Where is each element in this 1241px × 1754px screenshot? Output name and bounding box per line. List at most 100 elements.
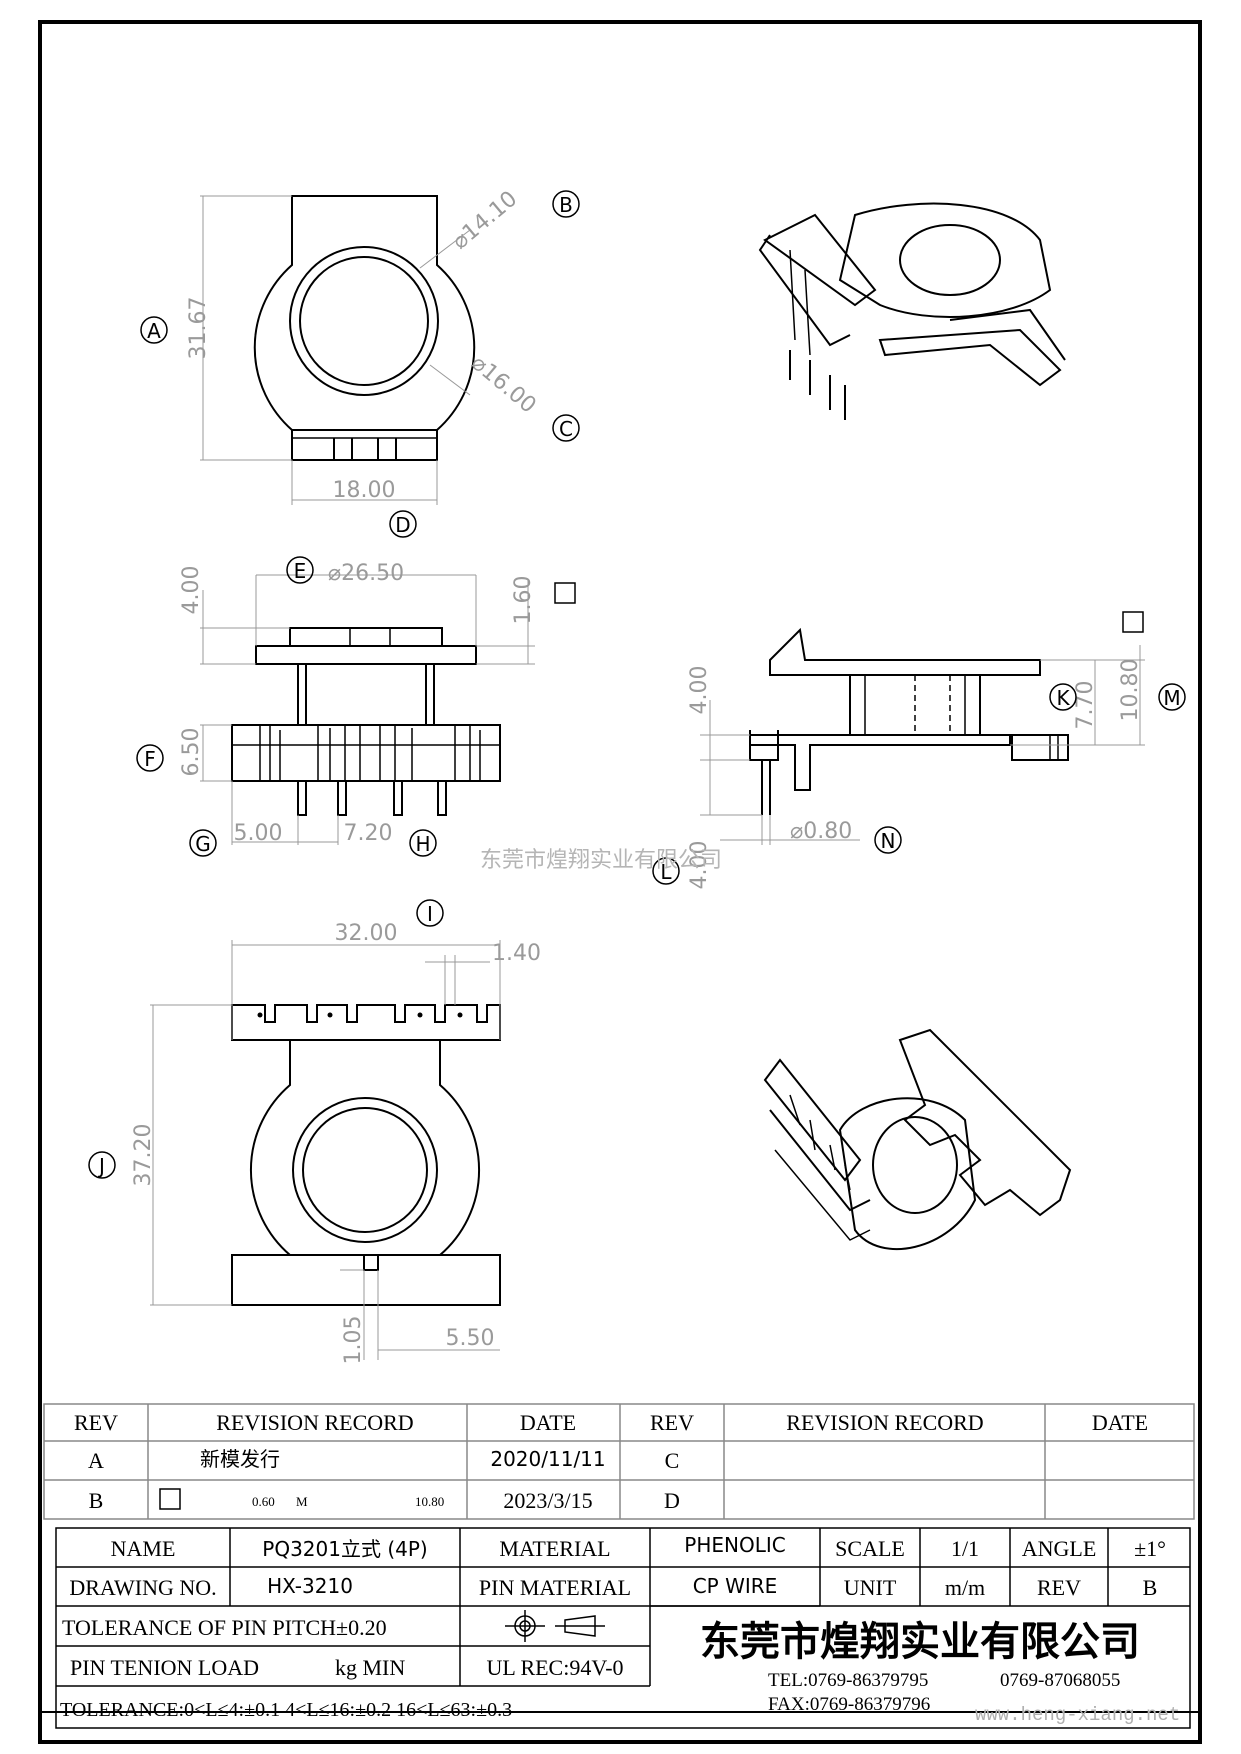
dim-side-flange-thk: 1.60 <box>511 576 536 625</box>
rev-row-b-square <box>159 1488 181 1510</box>
marker-D: D <box>389 510 417 538</box>
material-label: MATERIAL <box>499 1536 610 1561</box>
right-side-view: 4.00 7.70 10.80 ⌀0.80 4.00 <box>687 627 1145 890</box>
side-view: ⌀26.50 4.00 1.60 6.50 5.00 7.20 <box>179 561 536 846</box>
rev-header-3: DATE <box>520 1410 576 1435</box>
rev-row-a-date: 2020/11/11 <box>490 1447 605 1471</box>
rev-row-b-date: 2023/3/15 <box>503 1488 592 1513</box>
dim-right-m: 10.80 <box>1118 659 1143 722</box>
svg-text:M: M <box>1163 686 1180 710</box>
rev-value: B <box>1143 1575 1158 1600</box>
iso-view-top <box>758 202 1066 420</box>
pin-material-value: CP WIRE <box>693 1574 778 1598</box>
rev-row-b-rev2: D <box>664 1488 680 1513</box>
rev-row-b-record-a: 0.60 <box>252 1494 275 1509</box>
svg-text:A: A <box>147 319 161 343</box>
svg-text:G: G <box>195 832 211 856</box>
dim-bottom-height: 37.20 <box>131 1124 156 1187</box>
dim-bottom-width: 32.00 <box>335 921 398 946</box>
dim-side-flange-dia: ⌀26.50 <box>328 561 404 586</box>
marker-K: K <box>1049 683 1077 711</box>
dim-side-top-height: 4.00 <box>179 566 204 615</box>
scale-value: 1/1 <box>951 1536 979 1561</box>
name-value: PQ3201立式 (4P) <box>262 1537 427 1561</box>
ul-rec: UL REC:94V-0 <box>486 1655 623 1680</box>
dim-bottom-slot: 1.40 <box>492 941 541 966</box>
pin-material-label: PIN MATERIAL <box>479 1575 631 1600</box>
unit-value: m/m <box>945 1575 985 1600</box>
rev-row-b-rev: B <box>89 1488 104 1513</box>
top-view: 31.67 ⌀14.10 ⌀16.00 18.00 <box>186 186 541 505</box>
dim-pin-pitch: 7.20 <box>344 821 393 846</box>
rev-header-4: REV <box>650 1410 694 1435</box>
check-square-right <box>1122 611 1144 633</box>
rev-header-5: REVISION RECORD <box>786 1410 983 1435</box>
material-value: PHENOLIC <box>684 1533 785 1557</box>
svg-text:L: L <box>660 860 672 884</box>
company-name: 东莞市煌翔实业有限公司 <box>700 1618 1140 1665</box>
dim-top-width: 18.00 <box>333 478 396 503</box>
svg-text:N: N <box>881 829 896 853</box>
tolerance-pin-pitch: TOLERANCE OF PIN PITCH±0.20 <box>62 1615 387 1640</box>
company-website: www.heng-xiang.net <box>975 1704 1180 1726</box>
dim-bottom-gap: 5.50 <box>446 1326 495 1351</box>
marker-B: B <box>552 190 580 218</box>
dim-bottom-foot: 1.05 <box>341 1316 366 1365</box>
name-label: NAME <box>111 1536 176 1561</box>
angle-label: ANGLE <box>1022 1536 1097 1561</box>
marker-F: F <box>136 744 164 772</box>
projection-symbol-icon <box>505 1610 605 1642</box>
dim-top-inner-dia: ⌀14.10 <box>448 186 522 254</box>
dim-right-l: 4.00 <box>687 841 712 890</box>
marker-I: I <box>416 899 444 927</box>
svg-text:E: E <box>294 559 307 583</box>
title-block: NAME PQ3201立式 (4P) MATERIAL PHENOLIC SCA… <box>55 1527 1191 1729</box>
marker-J: J <box>88 1151 116 1179</box>
rev-header-2: REVISION RECORD <box>216 1410 413 1435</box>
iso-view-bottom <box>763 1028 1072 1251</box>
svg-text:I: I <box>427 902 433 926</box>
svg-text:F: F <box>144 747 156 771</box>
rev-row-b-record-c: 10.80 <box>415 1494 444 1509</box>
svg-text:J: J <box>97 1154 105 1178</box>
angle-value: ±1° <box>1134 1536 1166 1561</box>
dim-right-k: 7.70 <box>1073 681 1098 730</box>
marker-A: A <box>140 316 168 344</box>
watermark-company: 东莞市煌翔实业有限公司 <box>480 848 722 873</box>
svg-text:D: D <box>395 513 410 537</box>
dim-top-height: 31.67 <box>186 297 211 360</box>
marker-M: M <box>1158 683 1186 711</box>
dim-right-pin-dia: ⌀0.80 <box>790 819 852 844</box>
dim-side-base-height: 6.50 <box>179 728 204 777</box>
dim-top-outer-dia: ⌀16.00 <box>466 350 540 418</box>
dim-right-pin-len: 4.00 <box>687 666 712 715</box>
svg-text:H: H <box>415 832 430 856</box>
marker-G: G <box>189 829 217 857</box>
svg-text:C: C <box>559 417 573 441</box>
svg-text:B: B <box>559 193 573 217</box>
marker-N: N <box>874 826 902 854</box>
rev-row-a-record: 新模发行 <box>200 1447 280 1471</box>
marker-L: L <box>652 857 680 885</box>
rev-header-1: REV <box>74 1410 118 1435</box>
bottom-view: 32.00 1.40 37.20 1.05 5.50 <box>131 921 541 1364</box>
pin-load-unit: kg MIN <box>335 1655 405 1680</box>
drawing-value: HX-3210 <box>267 1574 353 1598</box>
drawing-label: DRAWING NO. <box>69 1575 216 1600</box>
rev-row-a-rev2: C <box>665 1448 680 1473</box>
rev-label: REV <box>1037 1575 1081 1600</box>
company-tel2: 0769-87068055 <box>1000 1670 1120 1691</box>
marker-H: H <box>409 829 437 857</box>
rev-row-b-record-b: M <box>296 1494 308 1509</box>
marker-C: C <box>552 414 580 442</box>
company-fax: FAX:0769-86379796 <box>768 1694 930 1715</box>
pin-load-label: PIN TENION LOAD <box>70 1655 259 1680</box>
check-square-side <box>554 582 576 604</box>
svg-text:K: K <box>1056 686 1070 710</box>
rev-row-a-rev: A <box>88 1448 104 1473</box>
company-tel: TEL:0769-86379795 <box>768 1670 928 1691</box>
marker-E: E <box>286 556 314 584</box>
outer-border <box>38 20 1202 1744</box>
scale-label: SCALE <box>835 1536 905 1561</box>
